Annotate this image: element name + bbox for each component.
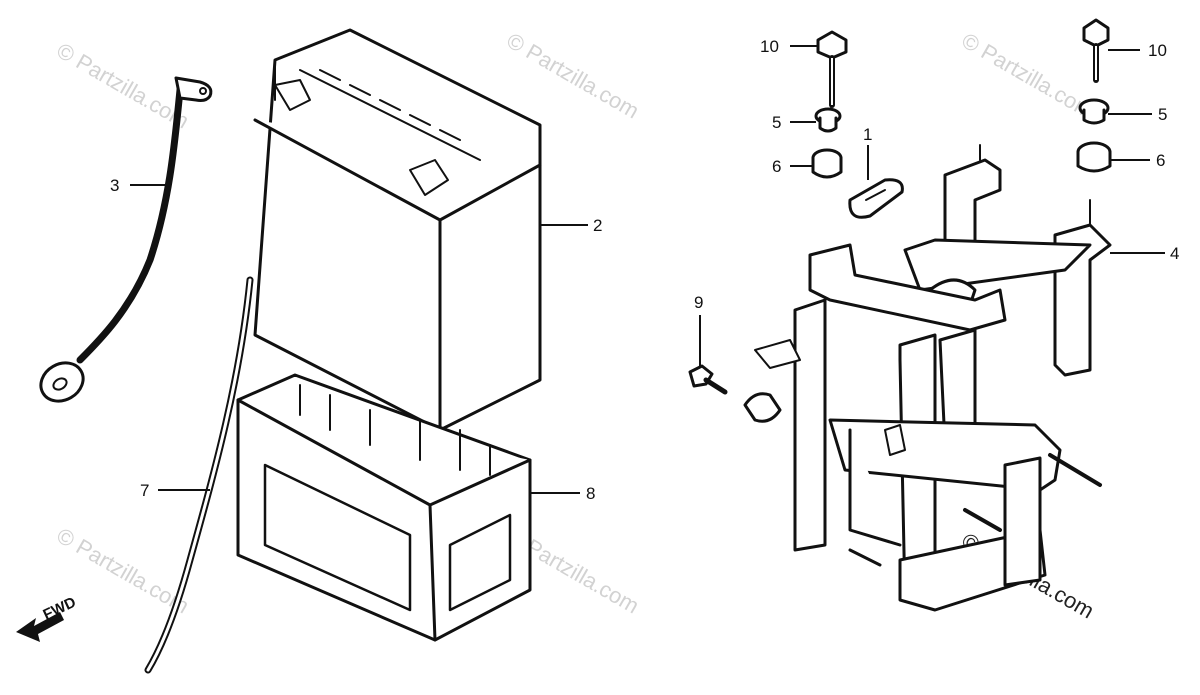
callout-10-right: 10 <box>1148 41 1167 60</box>
callout-8: 8 <box>586 484 595 503</box>
callout-2: 2 <box>593 216 602 235</box>
part-6-cushion-right <box>1076 141 1112 173</box>
part-8-battery-case <box>236 373 532 642</box>
callout-9: 9 <box>694 293 703 312</box>
part-9-screw <box>688 364 728 395</box>
callout-5-right: 5 <box>1158 105 1167 124</box>
callout-6-left: 6 <box>772 157 781 176</box>
watermark-1: © Partzilla.com <box>53 38 194 134</box>
watermark-3: © Partzilla.com <box>958 28 1099 124</box>
callout-6-right: 6 <box>1156 151 1165 170</box>
watermark-2: © Partzilla.com <box>503 28 644 124</box>
watermarks: © Partzilla.com © Partzilla.com © Partzi… <box>53 28 1099 624</box>
leader-lines <box>130 45 1165 494</box>
fwd-arrow: FWD <box>16 594 79 642</box>
part-5-collar-left <box>814 107 842 133</box>
part-10-bolt-left <box>816 30 848 108</box>
callout-7: 7 <box>140 481 149 500</box>
part-5-collar-right <box>1078 98 1110 125</box>
callout-3: 3 <box>110 176 119 195</box>
part-7-tube <box>144 276 254 674</box>
callout-10-left: 10 <box>760 37 779 56</box>
part-10-bolt-right <box>1082 18 1110 83</box>
part-6-cushion-left <box>811 148 843 179</box>
callout-1: 1 <box>863 125 872 144</box>
callouts: 3 2 7 8 10 5 6 1 10 5 6 4 9 <box>110 37 1179 503</box>
callout-4: 4 <box>1170 244 1179 263</box>
part-3-cable <box>39 76 213 403</box>
part-2-battery <box>253 28 542 432</box>
part-1-grommet <box>848 178 904 219</box>
callout-5-left: 5 <box>772 113 781 132</box>
battery-holder-frame <box>743 243 1102 612</box>
